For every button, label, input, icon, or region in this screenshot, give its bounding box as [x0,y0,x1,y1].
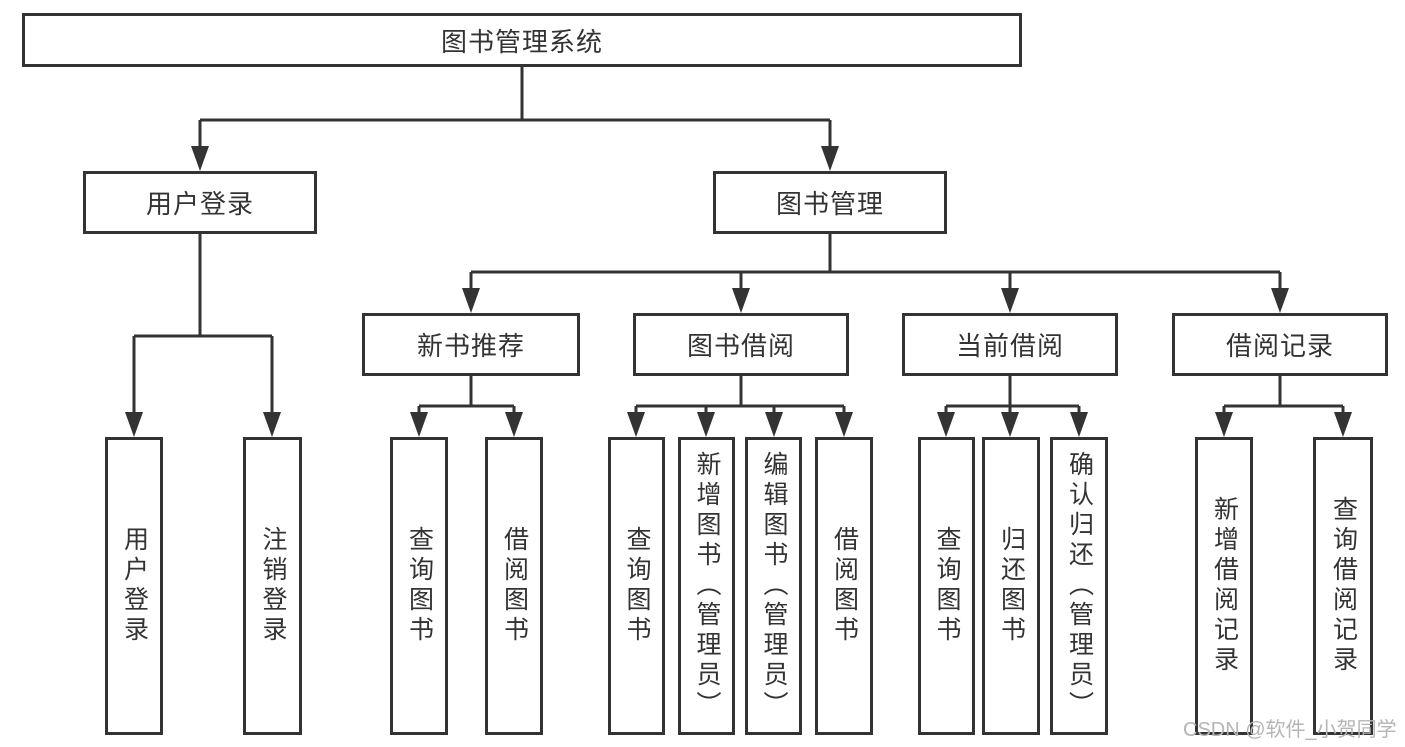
node-label: 新书推荐 [416,331,525,361]
node-current-borrowing: 当前借阅 [902,313,1118,376]
node-label: 查询图书 [405,526,434,646]
watermark: CSDN @软件_小贺同学 [1183,719,1397,741]
leaf-borrow-books-borrowing: 借阅图书 [815,437,873,735]
node-label: 注销登录 [259,526,287,646]
node-new-book-recommend: 新书推荐 [362,313,580,376]
leaf-query-books-current: 查询图书 [918,437,975,735]
connector-root-to-level2 [191,67,839,171]
node-label: 编辑图书（管理员） [760,451,788,721]
leaf-add-borrow-record: 新增借阅记录 [1195,437,1253,735]
leaf-edit-books-admin: 编辑图书（管理员） [745,437,802,735]
connector-book-borrowing-to-leaves [627,376,853,437]
node-label: 归还图书 [997,526,1026,646]
leaf-return-books: 归还图书 [982,437,1040,735]
node-label: 当前借阅 [955,331,1064,361]
node-borrowing-records: 借阅记录 [1172,313,1388,376]
leaf-add-books-admin: 新增图书（管理员） [678,437,735,735]
node-label: 图书借阅 [686,331,795,361]
connector-current-borrowing-to-leaves [937,376,1088,437]
node-label: 查询借阅记录 [1329,496,1358,676]
connector-book-management-to-level3 [462,234,1289,313]
node-book-borrowing: 图书借阅 [633,313,849,376]
node-label: 确认归还（管理员） [1065,451,1094,721]
node-label: 查询图书 [623,526,651,646]
node-label: 图书管理 [775,189,884,219]
connector-new-book-recommend-to-leaves [410,376,523,437]
node-label: 查询图书 [933,526,961,646]
leaf-user-login: 用户登录 [105,437,163,735]
node-label: 用户登录 [120,526,149,646]
connector-user-login-to-leaves [125,234,281,437]
leaf-query-books-recommend: 查询图书 [390,437,448,735]
connector-borrowing-records-to-leaves [1215,376,1352,437]
node-label: 借阅图书 [500,526,529,646]
node-library-system: 图书管理系统 [22,13,1022,67]
node-label: 新增图书（管理员） [693,451,721,721]
node-label: 用户登录 [145,189,254,219]
node-label: 新增借阅记录 [1210,496,1239,676]
node-label: 借阅记录 [1225,331,1334,361]
leaf-query-borrow-record: 查询借阅记录 [1313,437,1373,735]
leaf-query-books-borrowing: 查询图书 [608,437,665,735]
node-book-management: 图书管理 [713,171,947,234]
leaf-confirm-return-admin: 确认归还（管理员） [1050,437,1108,735]
node-label: 借阅图书 [830,526,859,646]
leaf-borrow-books-recommend: 借阅图书 [485,437,543,735]
node-label: 图书管理系统 [440,26,603,57]
leaf-logout-login: 注销登录 [243,437,302,735]
node-user-login: 用户登录 [83,171,317,234]
